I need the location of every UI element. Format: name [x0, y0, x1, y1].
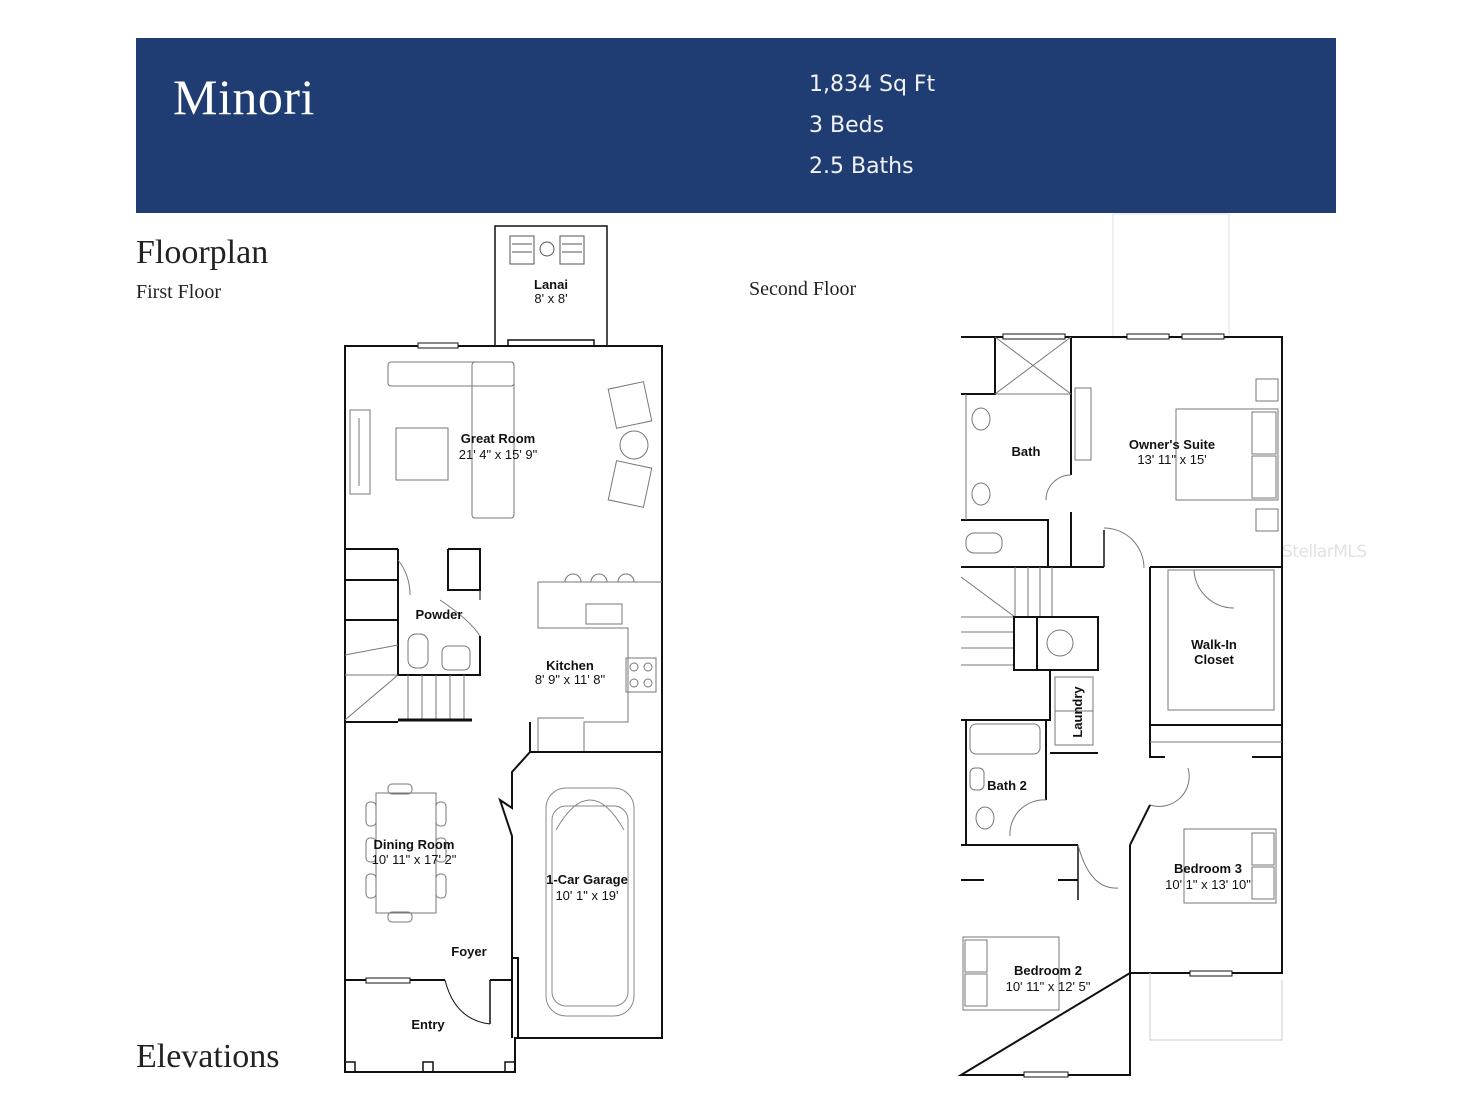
- kitchen-label: Kitchen: [546, 658, 594, 673]
- garage-label: 1-Car Garage: [546, 872, 628, 887]
- first-floor-plan: [344, 225, 663, 1073]
- dining-room-dims: 10' 11" x 17' 2": [372, 852, 457, 867]
- second-floor-plan: [957, 213, 1283, 1078]
- owners-suite-dims: 13' 11" x 15': [1137, 452, 1206, 467]
- garage-dims: 10' 1" x 19': [555, 888, 618, 903]
- lanai-label: Lanai: [534, 277, 568, 292]
- owners-suite-label: Owner's Suite: [1129, 437, 1215, 452]
- bedroom-2-label: Bedroom 2: [1014, 963, 1082, 978]
- elevations-heading: Elevations: [136, 1038, 280, 1075]
- powder-label: Powder: [416, 607, 463, 622]
- bedroom-2-dims: 10' 11" x 12' 5": [1006, 979, 1091, 994]
- lanai-chairs-icon: [509, 235, 585, 265]
- second-floor-label: Second Floor: [749, 278, 857, 300]
- bath-2-label: Bath 2: [987, 778, 1027, 793]
- bedroom-3-dims: 10' 1" x 13' 10": [1165, 877, 1251, 892]
- floorplan-heading: Floorplan: [136, 234, 269, 271]
- plan-specs: 1,834 Sq Ft 3 Beds 2.5 Baths: [809, 64, 935, 187]
- first-floor-label: First Floor: [136, 281, 222, 303]
- walk-in-closet-label: Walk-In: [1191, 637, 1237, 652]
- owner-bath-label: Bath: [1012, 444, 1041, 459]
- plan-name: Minori: [173, 69, 315, 125]
- spec-baths: 2.5 Baths: [809, 154, 914, 179]
- walk-in-closet-label-2: Closet: [1194, 652, 1234, 667]
- spec-beds: 3 Beds: [809, 113, 885, 138]
- header-banner: Minori 1,834 Sq Ft 3 Beds 2.5 Baths: [136, 38, 1336, 213]
- bedroom-3-label: Bedroom 3: [1174, 861, 1242, 876]
- spec-sqft: 1,834 Sq Ft: [809, 72, 936, 97]
- mls-watermark: StellarMLS: [1282, 542, 1367, 562]
- kitchen-dims: 8' 9" x 11' 8": [535, 672, 606, 687]
- dining-room-label: Dining Room: [374, 837, 455, 852]
- lanai-dims: 8' x 8': [534, 291, 567, 306]
- great-room-dims: 21' 4" x 15' 9": [459, 447, 538, 462]
- foyer-label: Foyer: [451, 944, 486, 959]
- laundry-label: Laundry: [1070, 686, 1085, 738]
- entry-label: Entry: [411, 1017, 445, 1032]
- great-room-label: Great Room: [461, 431, 535, 446]
